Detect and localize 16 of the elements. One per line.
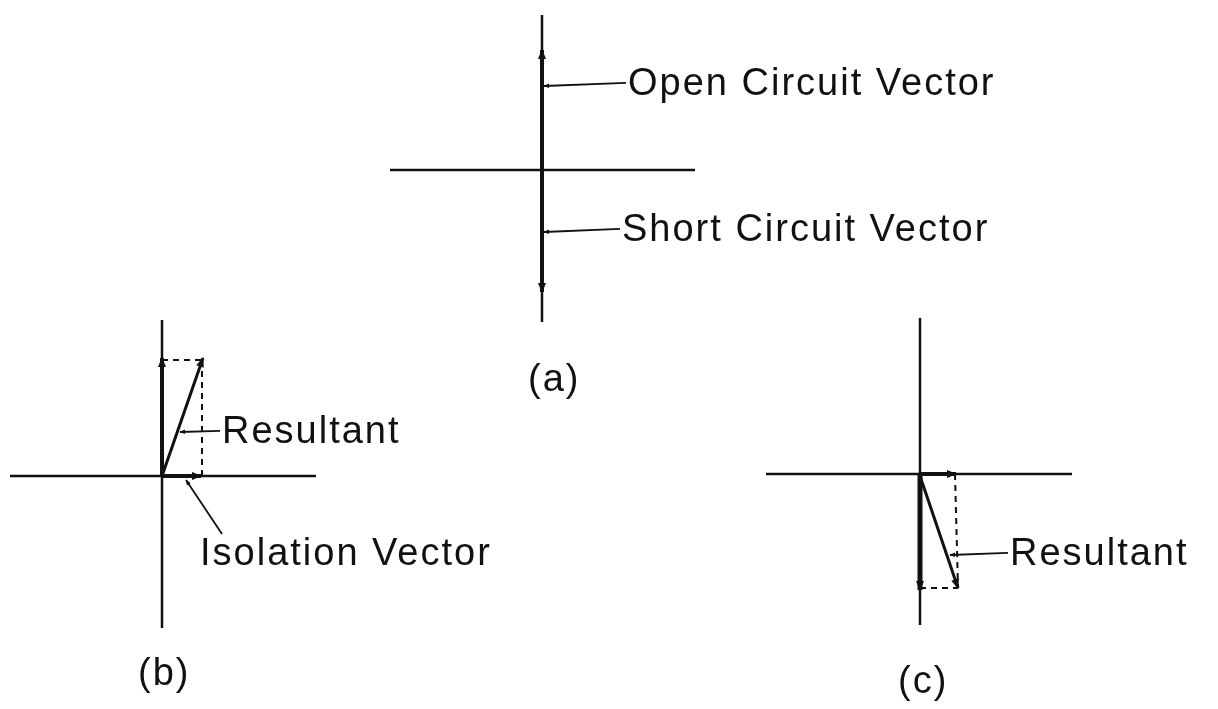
vector-label: Open Circuit Vector [628,62,996,104]
leader-line [185,479,223,535]
leader-line [543,228,621,235]
vector-arrow [162,472,202,480]
vector-label: Short Circuit Vector [622,208,990,250]
vector-arrow [538,49,546,170]
vector-label: Resultant [1010,532,1189,574]
figure-label: (c) [898,660,949,702]
leader-line [949,552,1009,558]
leader-line [543,82,627,89]
vector-label: Resultant [222,410,401,452]
vector-arrow [538,170,546,293]
figure-label: (a) [528,358,581,400]
vector-label: Isolation Vector [200,532,492,574]
figure-label: (b) [138,652,191,694]
leader-line [179,429,221,435]
